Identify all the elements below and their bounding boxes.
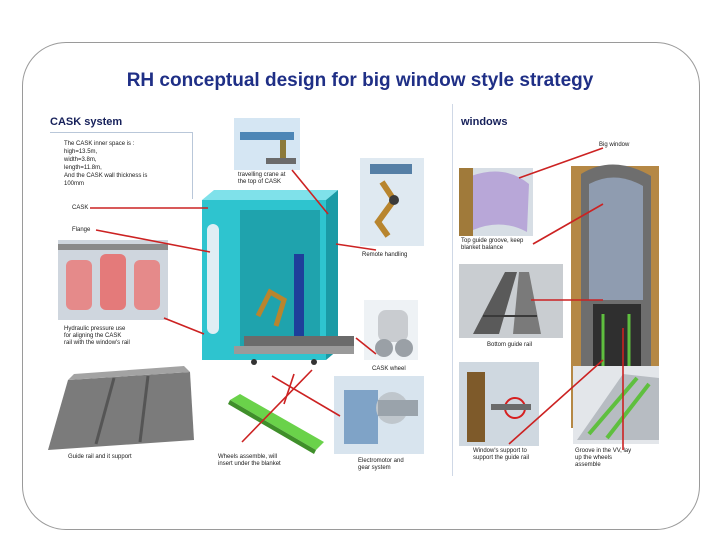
spec-line: high=13.5m, [64, 149, 98, 155]
guide-rail-image [48, 366, 194, 450]
slide-title: RH conceptual design for big window styl… [126, 70, 594, 91]
window-support-image [459, 362, 539, 446]
top-guide-label: Top guide groove, keep blanket balance [461, 238, 524, 251]
big-window-label: Big window [599, 142, 630, 148]
groove-label: Groove in the VV, lay up the wheels asse… [575, 448, 632, 468]
cask-system-panel: CASK system The CASK inner space is : hi… [44, 104, 442, 476]
windows-arrows [508, 147, 624, 450]
crane-label: travelling crane at the top of CASK [238, 172, 286, 185]
hydraulic-label: Hydraulic pressure use for aligning the … [64, 326, 130, 346]
crane-image [234, 118, 300, 170]
groove-image [573, 366, 659, 444]
windows-header: windows [461, 116, 508, 128]
remote-handling-image [360, 158, 424, 246]
wheels-assemble-label: Wheels assemble, will insert under the b… [218, 454, 281, 467]
spec-line: 100mm [64, 181, 85, 187]
cask-spec-box: The CASK inner space is : high=13.5m, wi… [50, 132, 193, 199]
spec-line: width=3.8m, [64, 157, 97, 163]
cask-illustrations [48, 118, 424, 454]
windows-panel: windows Big window Top guide groove, kee… [452, 104, 663, 476]
cask-label: CASK [72, 205, 89, 211]
cask-wheel-label: CASK wheel [372, 366, 406, 372]
hydraulic-image [58, 240, 168, 320]
slide-frame [22, 42, 700, 530]
flange-label: Flange [72, 227, 91, 233]
spec-line: length=11.8m, [64, 165, 102, 171]
remote-handling-label: Remote handling [362, 252, 408, 258]
spec-line: And the CASK wall thickness is [64, 173, 148, 179]
cask-arrows [90, 169, 377, 443]
guide-rail-label: Guide rail and it support [68, 454, 132, 460]
cask-wheel-image [364, 300, 418, 360]
top-guide-image [459, 168, 533, 236]
bottom-guide-image [459, 264, 563, 338]
electromotor-image [334, 376, 424, 454]
window-support-label: Window's support to support the guide ra… [473, 448, 530, 461]
green-beam-image [228, 394, 324, 454]
bottom-guide-label: Bottom guide rail [487, 342, 533, 348]
windows-illustrations [459, 147, 659, 450]
cask-system-header: CASK system [50, 116, 123, 128]
spec-line: The CASK inner space is : [64, 141, 135, 147]
cask-body-image [202, 190, 354, 365]
electromotor-label: Electromotor and gear system [358, 458, 404, 471]
